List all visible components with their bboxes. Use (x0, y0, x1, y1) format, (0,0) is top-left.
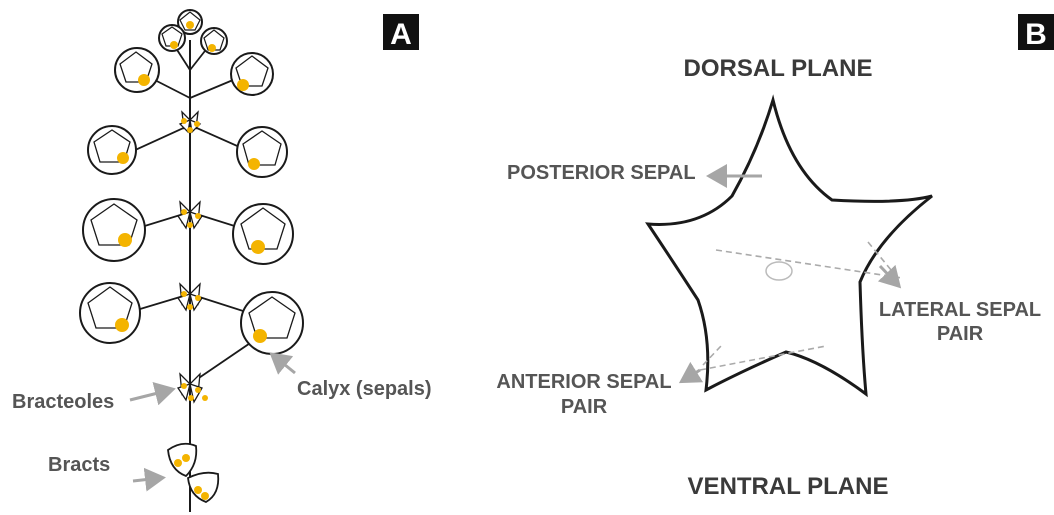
flower-row3-left (88, 126, 136, 174)
bracts (168, 444, 218, 502)
dorsal-plane-label: DORSAL PLANE (684, 55, 873, 82)
bracts-arrow (133, 478, 160, 481)
flower-row4-right (233, 204, 293, 264)
lateral-sepal-label-line1: LATERAL SEPAL (879, 299, 1041, 321)
panel-b-letter: B (1025, 18, 1047, 51)
panel-a: A (12, 10, 432, 512)
panel-a-arrows (130, 356, 295, 481)
bracteole-cluster-4 (178, 374, 208, 402)
flower-row5-right (241, 292, 303, 354)
flower-row2-right (231, 53, 273, 95)
anterior-sepal-label-line2: PAIR (561, 396, 608, 418)
anterior-sepal-label-line1: ANTERIOR SEPAL (496, 371, 671, 393)
panel-b: B DORSAL PLANE VENTRAL PLANE POSTERIOR S… (496, 14, 1054, 500)
flower-top-right (201, 28, 227, 54)
posterior-sepal-label: POSTERIOR SEPAL (507, 162, 696, 184)
flower-row2-left (115, 48, 159, 92)
bracts-label: Bracts (48, 454, 110, 476)
panel-a-badge: A (383, 14, 419, 51)
bracteoles-arrow (130, 390, 170, 400)
flower-row3-right (237, 127, 287, 177)
calyx-star-outline (648, 100, 932, 394)
calyx-arrow (274, 356, 295, 373)
flower-row4-left (83, 199, 145, 261)
panel-b-badge: B (1018, 14, 1054, 51)
flower-top-left (159, 25, 185, 51)
lateral-sepal-label-line2: PAIR (937, 323, 984, 345)
anterior-sepal-arrow (684, 370, 700, 380)
calyx-label: Calyx (sepals) (297, 378, 432, 400)
bracteole-clusters (178, 112, 208, 402)
bracteoles-label: Bracteoles (12, 391, 114, 413)
bract-upper (168, 444, 196, 476)
flower-row5-left (80, 283, 140, 343)
ventral-plane-label: VENTRAL PLANE (688, 473, 889, 500)
panel-a-letter: A (390, 18, 412, 51)
